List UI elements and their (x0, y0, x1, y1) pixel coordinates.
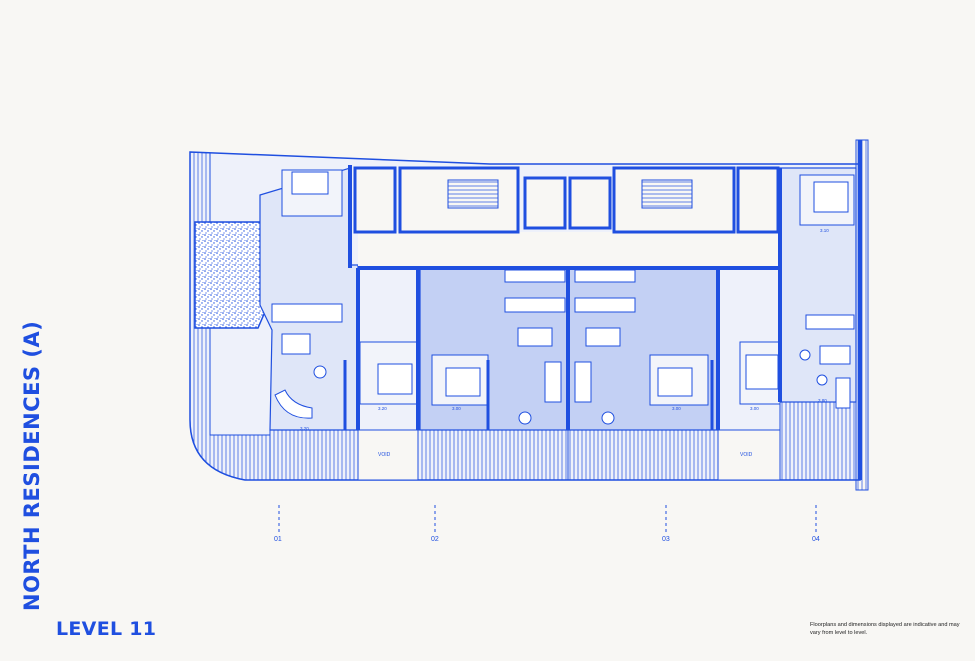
unit-marker-04: 04 (812, 536, 820, 543)
unit-02-interior (419, 267, 569, 431)
void-area-1 (357, 429, 419, 481)
service-room-west (353, 166, 397, 234)
lift-shaft-2 (568, 176, 612, 230)
void-label-1: VOID (378, 452, 391, 458)
kitchen-benches (271, 269, 855, 330)
svg-text:3.00: 3.00 (672, 406, 681, 411)
void-label-2: VOID (740, 452, 753, 458)
level-title: LEVEL 11 (56, 618, 157, 640)
balcony-unit-01 (269, 429, 359, 481)
svg-text:3.20: 3.20 (300, 426, 309, 431)
stair-treads-west (447, 179, 499, 209)
structural-walls (348, 140, 862, 480)
beds (291, 171, 849, 397)
dimension-labels: 3.20 3.00 3.00 3.00 3.20 3.10 3.80 (300, 228, 829, 431)
window-mullions (343, 360, 714, 430)
balcony-unit-02 (417, 429, 569, 481)
service-room-east (736, 166, 780, 234)
balcony-unit-03 (567, 429, 719, 481)
svg-text:3.00: 3.00 (750, 406, 759, 411)
unit-marker-01: 01 (274, 536, 282, 543)
unit-03-interior (567, 267, 719, 431)
void-area-2 (717, 429, 781, 481)
svg-text:3.10: 3.10 (820, 228, 829, 233)
sofas (274, 361, 851, 419)
svg-text:3.20: 3.20 (378, 406, 387, 411)
dining-tables (281, 327, 851, 365)
disclaimer-text: Floorplans and dimensions displayed are … (810, 622, 960, 636)
stair-treads-east (641, 179, 693, 209)
lift-shaft-1 (523, 176, 567, 230)
armchairs (313, 349, 828, 425)
corridor (358, 232, 780, 268)
balcony-unit-04 (779, 401, 857, 481)
unit-marker-03: 03 (662, 536, 670, 543)
svg-text:3.00: 3.00 (452, 406, 461, 411)
svg-text:3.80: 3.80 (818, 398, 827, 403)
unit-marker-02: 02 (431, 536, 439, 543)
unit-axis-lines (278, 505, 817, 532)
